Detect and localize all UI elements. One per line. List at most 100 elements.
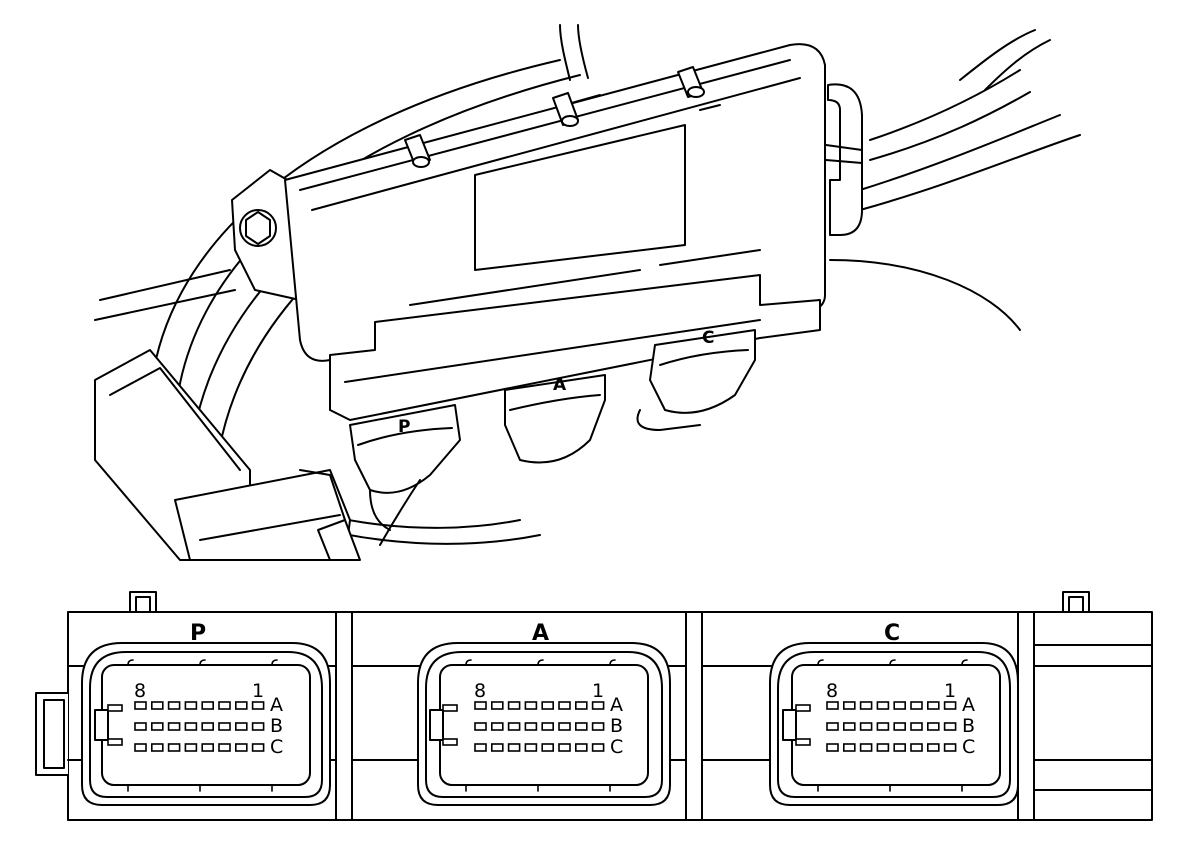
pin-slot-c-a6 — [859, 701, 873, 710]
side-hose — [825, 83, 863, 236]
pin-slot-c-b6 — [859, 722, 873, 731]
pin-slot-a-a8 — [474, 701, 487, 710]
c-row-b: B — [962, 715, 975, 737]
pin-slot-p-b5 — [184, 722, 198, 731]
pin-slot-c-b7 — [842, 722, 856, 731]
ecu-isometric-view: P A C — [94, 24, 1081, 561]
pin-slot-c-c5 — [876, 743, 890, 752]
pin-slot-a-a6 — [507, 701, 521, 710]
pin-slot-a-c3 — [558, 743, 571, 752]
pin-slot-a-b6 — [507, 722, 521, 731]
pin-slot-c-c8 — [826, 743, 839, 752]
pin-slot-c-a5 — [876, 701, 890, 710]
pin-slot-p-c1 — [251, 743, 265, 752]
p-row-a: A — [270, 694, 283, 716]
pin-slot-c-c2 — [926, 743, 940, 752]
pin-slot-a-b3 — [558, 722, 571, 731]
top-tab-right — [1062, 591, 1090, 613]
p-row-b: B — [270, 715, 283, 737]
pin-slot-p-b1 — [251, 722, 265, 731]
pin-grids — [134, 701, 957, 752]
pin-slot-c-a1 — [943, 701, 957, 710]
pin-slot-p-b8 — [134, 722, 147, 731]
pin-slot-c-b5 — [876, 722, 890, 731]
pin-slot-p-c7 — [151, 743, 164, 752]
p-pin-end: 1 — [252, 680, 264, 702]
pin-slot-p-a4 — [201, 701, 214, 710]
pin-slot-a-a4 — [541, 701, 555, 710]
c-row-c: C — [962, 736, 975, 758]
pin-slot-c-c1 — [943, 743, 957, 752]
pin-slot-a-a1 — [591, 701, 605, 710]
pin-slot-c-c6 — [859, 743, 873, 752]
iso-label-a: A — [553, 375, 567, 395]
pin-slot-p-c4 — [201, 743, 214, 752]
a-pin-end: 1 — [592, 680, 604, 702]
pin-slot-a-a3 — [558, 701, 571, 710]
mounting-bracket — [94, 349, 361, 561]
p-row-c: C — [270, 736, 283, 758]
c-pin-end: 1 — [944, 680, 956, 702]
pin-slot-p-b6 — [167, 722, 181, 731]
pin-slot-a-c8 — [474, 743, 487, 752]
divider-2 — [685, 611, 703, 821]
a-row-c: C — [610, 736, 623, 758]
pin-slot-p-b4 — [201, 722, 214, 731]
plug-p — [349, 404, 461, 546]
pin-slot-a-c2 — [574, 743, 588, 752]
pin-slot-p-c8 — [134, 743, 147, 752]
ecu-front-view: P A C 8 1 A B C 8 1 A B C 8 1 A B C — [35, 591, 1153, 821]
pin-slot-p-a6 — [167, 701, 181, 710]
c-row-a: A — [962, 694, 975, 716]
pin-slot-p-a3 — [218, 701, 231, 710]
ecu-top-clips — [404, 66, 705, 168]
pin-slot-c-b4 — [893, 722, 907, 731]
pin-slot-p-c3 — [218, 743, 231, 752]
pin-slot-p-b2 — [235, 722, 248, 731]
pin-slot-p-a8 — [134, 701, 147, 710]
pin-slot-a-c1 — [591, 743, 605, 752]
pin-slot-a-b8 — [474, 722, 487, 731]
a-pin-start: 8 — [474, 680, 486, 702]
iso-label-c: C — [702, 328, 714, 348]
plug-c — [636, 329, 756, 431]
front-label-p: P — [190, 621, 206, 646]
pin-slot-p-c5 — [184, 743, 198, 752]
pin-slot-p-a5 — [184, 701, 198, 710]
pin-slot-a-c6 — [507, 743, 521, 752]
divider-3 — [1017, 611, 1035, 821]
pin-slot-p-a7 — [151, 701, 164, 710]
a-row-a: A — [610, 694, 623, 716]
pin-slot-p-a1 — [251, 701, 265, 710]
pin-slot-a-b5 — [524, 722, 538, 731]
front-label-c: C — [884, 621, 900, 646]
pin-slot-c-b3 — [910, 722, 923, 731]
ecu-body — [284, 43, 826, 421]
plug-a — [504, 374, 606, 464]
pin-slot-p-c6 — [167, 743, 181, 752]
p-pin-start: 8 — [134, 680, 146, 702]
pin-slot-c-b2 — [926, 722, 940, 731]
pin-slot-a-a7 — [490, 701, 504, 710]
pin-slot-a-c4 — [541, 743, 555, 752]
top-tab-left — [129, 591, 157, 613]
pin-slot-p-c2 — [235, 743, 248, 752]
pin-slot-a-b2 — [574, 722, 588, 731]
pin-slot-c-b1 — [943, 722, 957, 731]
c-pin-start: 8 — [826, 680, 838, 702]
pin-slot-p-b7 — [151, 722, 164, 731]
pin-slot-c-a4 — [893, 701, 907, 710]
iso-label-p: P — [398, 417, 410, 437]
pin-slot-c-a8 — [826, 701, 839, 710]
a-row-b: B — [610, 715, 623, 737]
pin-slot-p-a2 — [235, 701, 248, 710]
pin-slot-c-a3 — [910, 701, 923, 710]
pin-slot-a-a5 — [524, 701, 538, 710]
pin-slot-a-c7 — [490, 743, 504, 752]
divider-1 — [335, 611, 353, 821]
pin-slot-a-c5 — [524, 743, 538, 752]
pin-slot-a-b7 — [490, 722, 504, 731]
pin-slot-c-b8 — [826, 722, 839, 731]
pin-slot-a-a2 — [574, 701, 588, 710]
